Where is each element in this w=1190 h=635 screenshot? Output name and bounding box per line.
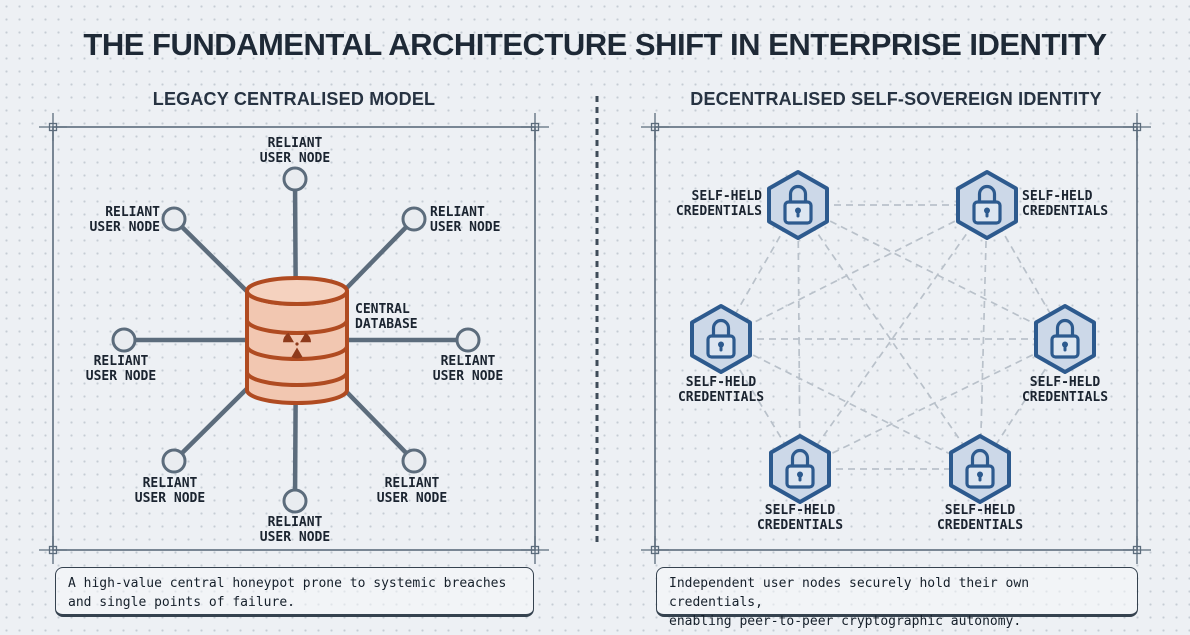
credential-node-bottom-right bbox=[949, 434, 1011, 504]
reliant-node-label-bottom-right: RELIANT USER NODE bbox=[376, 476, 448, 506]
reliant-node-right bbox=[455, 327, 481, 353]
database-icon bbox=[245, 276, 349, 405]
reliant-user-nodes bbox=[111, 166, 481, 514]
credential-label-top-right: SELF-HELD CREDENTIALS bbox=[1022, 189, 1109, 219]
reliant-node-left bbox=[111, 327, 137, 353]
credential-node-top-left bbox=[767, 170, 829, 240]
left-panel-header: LEGACY CENTRALISED MODEL bbox=[152, 89, 436, 109]
credential-label-top-left: SELF-HELD CREDENTIALS bbox=[675, 189, 762, 219]
page-title: THE FUNDAMENTAL ARCHITECTURE SHIFT IN EN… bbox=[83, 27, 1107, 62]
right-panel-header: DECENTRALISED SELF-SOVEREIGN IDENTITY bbox=[690, 89, 1102, 109]
reliant-node-top bbox=[282, 166, 308, 192]
reliant-node-bottom-left bbox=[161, 448, 187, 474]
right-panel-caption: Independent user nodes securely hold the… bbox=[656, 567, 1138, 629]
radiation-hazard-icon bbox=[281, 332, 313, 359]
credential-label-right: SELF-HELD CREDENTIALS bbox=[1021, 375, 1109, 405]
reliant-node-label-top-right: RELIANT USER NODE bbox=[430, 205, 501, 235]
credential-node-right bbox=[1034, 304, 1096, 374]
credential-node-bottom-left bbox=[769, 434, 831, 504]
reliant-node-bottom-right bbox=[401, 448, 427, 474]
reliant-node-label-bottom: RELIANT USER NODE bbox=[259, 515, 331, 545]
reliant-node-label-bottom-left: RELIANT USER NODE bbox=[134, 476, 206, 506]
reliant-node-label-left: RELIANT USER NODE bbox=[85, 354, 157, 384]
credential-label-left: SELF-HELD CREDENTIALS bbox=[677, 375, 765, 405]
reliant-node-label-right: RELIANT USER NODE bbox=[432, 354, 504, 384]
right-panel-frame bbox=[640, 112, 1152, 565]
credential-label-bottom-right: SELF-HELD CREDENTIALS bbox=[936, 503, 1024, 533]
peer-mesh-links bbox=[720, 204, 1066, 470]
reliant-node-label-top: RELIANT USER NODE bbox=[259, 136, 331, 166]
reliant-node-label-top-left: RELIANT USER NODE bbox=[89, 205, 160, 235]
reliant-node-top-left bbox=[161, 206, 187, 232]
reliant-node-bottom bbox=[282, 488, 308, 514]
credential-label-bottom-left: SELF-HELD CREDENTIALS bbox=[756, 503, 844, 533]
central-database-label: CENTRAL DATABASE bbox=[355, 302, 418, 332]
credential-node-left bbox=[690, 304, 752, 374]
credential-node-top-right bbox=[956, 170, 1018, 240]
left-panel-frame bbox=[38, 112, 550, 565]
reliant-node-top-right bbox=[401, 206, 427, 232]
left-panel-caption: A high-value central honeypot prone to s… bbox=[55, 567, 534, 617]
